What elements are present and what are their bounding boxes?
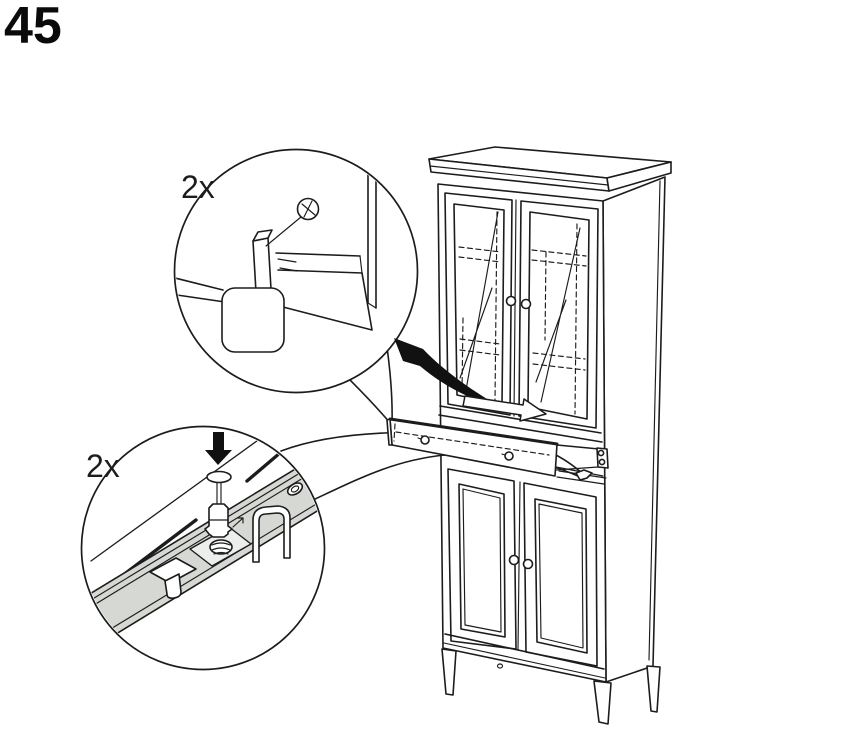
insertion-hole bbox=[206, 470, 232, 484]
rail-screw bbox=[286, 482, 304, 496]
drawer-front-edge-lines bbox=[367, 170, 377, 309]
top-callout-quantity: 2x bbox=[181, 169, 215, 205]
door-knob-lower-right bbox=[522, 558, 534, 570]
bottom-callout: 2x bbox=[80, 425, 326, 671]
hook-post-cap bbox=[252, 229, 273, 242]
panel-doors bbox=[447, 468, 598, 667]
thread-lines bbox=[211, 542, 231, 555]
panel-door-left-bevel bbox=[462, 488, 502, 633]
glass-reflection-left bbox=[459, 211, 499, 391]
drawer bbox=[386, 417, 609, 485]
insert-direction-arrow bbox=[462, 395, 547, 422]
panel-door-right-inset bbox=[534, 498, 588, 654]
leg-front-left bbox=[441, 648, 457, 696]
base-dot bbox=[496, 663, 504, 669]
drawer-box-peg-1 bbox=[597, 449, 605, 457]
motion-arrows bbox=[394, 338, 547, 422]
drawer-bottom-thin-edge bbox=[90, 429, 273, 562]
leg-back-right bbox=[646, 665, 661, 713]
glass-doors bbox=[444, 192, 599, 429]
glass-door-right bbox=[518, 200, 599, 429]
rail-bracket-clip bbox=[252, 505, 291, 563]
door-knob-lower-left bbox=[508, 554, 520, 566]
drawer-knob-screw-right bbox=[504, 451, 514, 461]
top-callout-tail-line-1 bbox=[349, 379, 392, 425]
cabinet bbox=[428, 146, 672, 725]
top-callout: 2x bbox=[173, 148, 419, 394]
rail-clip-right bbox=[575, 469, 593, 481]
fitting-hole-marks bbox=[301, 200, 316, 218]
hook-post bbox=[252, 237, 272, 293]
drawer-box-bottom-edge bbox=[555, 466, 599, 471]
step-number: 45 bbox=[4, 0, 62, 55]
rail-notch-lines bbox=[277, 255, 363, 274]
shelf-dashed-lines-left bbox=[458, 246, 502, 356]
side-back-edge-line bbox=[648, 180, 661, 661]
drawer-knob-screw-left-shank bbox=[417, 437, 422, 440]
panel-door-right-bevel bbox=[538, 503, 584, 649]
panel-door-right bbox=[523, 482, 598, 667]
rail-screw-head bbox=[286, 482, 304, 496]
base-and-legs bbox=[441, 633, 661, 725]
t-peg-cap bbox=[149, 557, 197, 584]
cabinet-side-panel bbox=[602, 176, 666, 683]
crown-right-band bbox=[606, 161, 672, 192]
leg-front-right bbox=[593, 680, 612, 725]
drawer-knob-screw-right-shank bbox=[501, 453, 506, 456]
threaded-hole bbox=[209, 539, 233, 555]
rail-edge-lines bbox=[83, 458, 323, 648]
drawer-front-end-dash bbox=[393, 423, 396, 442]
drawer-box-top-edge bbox=[556, 444, 600, 450]
drawer-front-dashed-line bbox=[395, 431, 550, 456]
drawer-front-edge-bottom bbox=[367, 302, 377, 309]
drawer-front-end-face bbox=[386, 418, 393, 446]
down-arrow bbox=[205, 432, 232, 465]
locking-pin-marks bbox=[208, 517, 244, 528]
bottom-callout-quantity: 2x bbox=[86, 448, 120, 484]
base-rail-line bbox=[443, 642, 606, 679]
panel-door-gap bbox=[517, 481, 521, 651]
hook-body bbox=[221, 287, 285, 353]
hole-pointer-line bbox=[265, 216, 302, 247]
door-knob-upper-left bbox=[505, 295, 517, 307]
base-rail-top-edge bbox=[444, 633, 605, 670]
panel-door-left bbox=[447, 468, 517, 650]
drawer-knob-screw-left bbox=[420, 435, 430, 445]
vertical-dashed-lines-right bbox=[544, 223, 578, 415]
glass-door-right-pane bbox=[527, 211, 590, 420]
drawer-box-peg-2 bbox=[598, 458, 606, 466]
vertical-dashed-lines-left bbox=[461, 211, 498, 401]
door-knob-upper-right bbox=[520, 298, 532, 310]
bottom-callout-detail bbox=[83, 429, 323, 654]
rail-front-face-lines bbox=[282, 272, 373, 331]
curved-swoosh-arrow bbox=[394, 338, 500, 407]
rail-screw-center bbox=[290, 485, 300, 493]
door-center-gap bbox=[513, 199, 517, 417]
shelf-dashed-lines-right bbox=[531, 249, 587, 371]
t-peg-stem bbox=[164, 573, 182, 599]
pin-shaft-lines bbox=[216, 482, 222, 507]
glass-reflection-right bbox=[535, 227, 581, 403]
panel-door-left-inset bbox=[458, 483, 506, 638]
rail-left-lines bbox=[176, 277, 226, 303]
crown-profile-line bbox=[429, 165, 609, 186]
top-callout-detail bbox=[176, 170, 377, 353]
drawer-front-top-edge bbox=[388, 417, 559, 446]
